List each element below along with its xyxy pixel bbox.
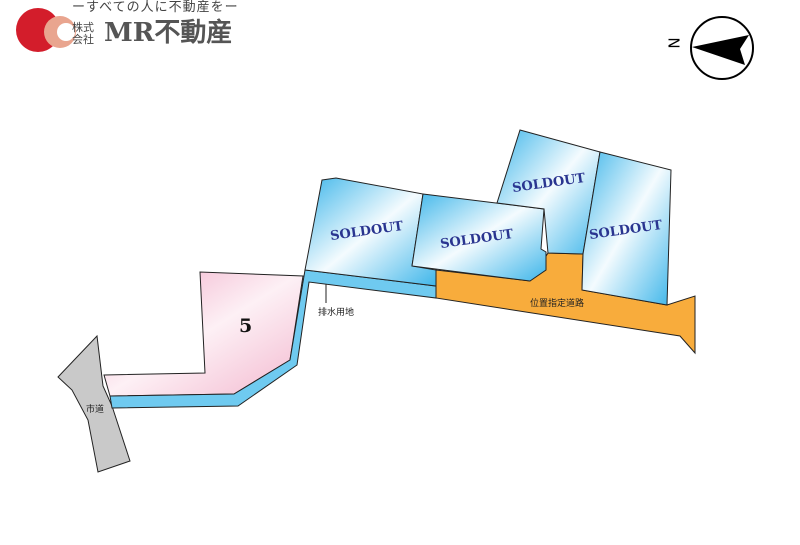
city-road bbox=[57, 334, 131, 473]
city-road-label: 市道 bbox=[86, 405, 105, 415]
logo-name: MR不動産 bbox=[104, 18, 233, 48]
lot-b[interactable] bbox=[411, 193, 547, 282]
logo-prefix: 株式会社 bbox=[72, 21, 94, 46]
drainage-label: 排水用地 bbox=[318, 308, 355, 318]
lot-d[interactable] bbox=[581, 151, 672, 306]
logo-tagline: ーすべての人に不動産をー bbox=[72, 0, 239, 15]
logo-mark bbox=[16, 8, 76, 52]
private-road-label: 位置指定道路 bbox=[530, 299, 585, 309]
lot-5-number: 5 bbox=[239, 315, 253, 337]
compass-north-label: N bbox=[664, 37, 683, 49]
north-arrow-icon bbox=[690, 16, 754, 80]
